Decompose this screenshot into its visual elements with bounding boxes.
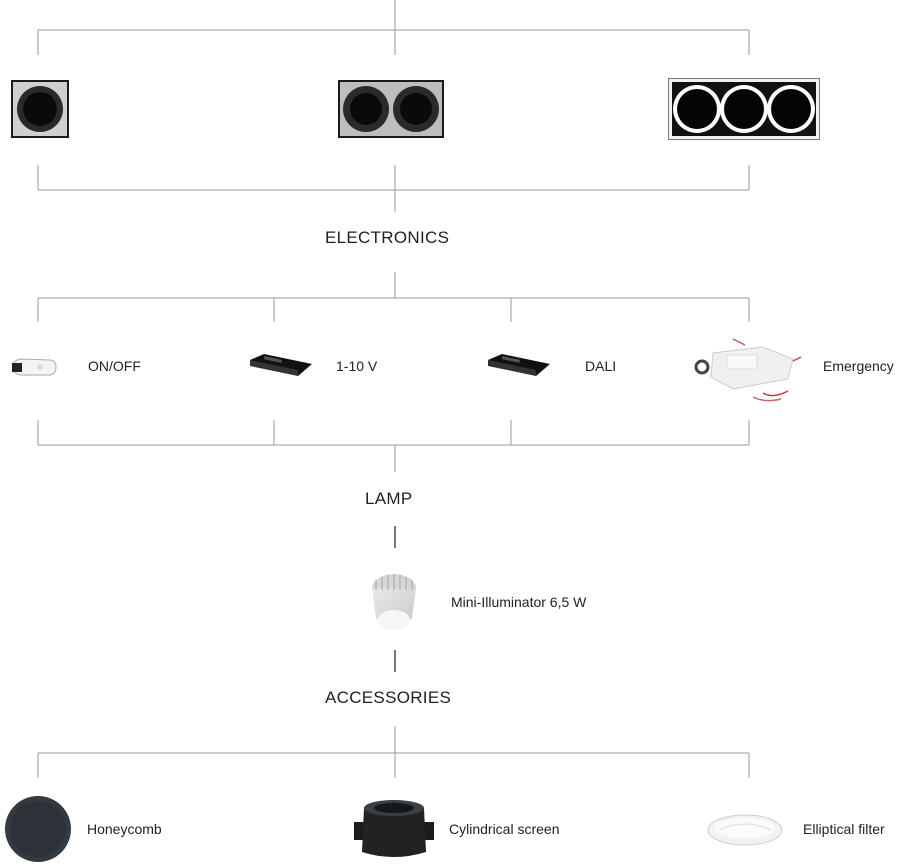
- accessories-heading: ACCESSORIES: [325, 688, 452, 707]
- accessory-label-elliptical-filter: Elliptical filter: [803, 821, 885, 837]
- single-fixture-icon: [11, 80, 69, 138]
- emergency-kit-icon: [693, 333, 803, 405]
- accessory-label-cylindrical-screen: Cylindrical screen: [449, 821, 560, 837]
- driver-white-icon: [10, 355, 58, 379]
- lamp-label: Mini-Illuminator 6,5 W: [451, 594, 587, 610]
- triple-fixture-icon: [668, 78, 820, 140]
- accessory-label-honeycomb: Honeycomb: [87, 821, 162, 837]
- driver-black-icon: [246, 350, 316, 380]
- lamp-icon: [362, 568, 426, 638]
- double-fixture-icon: [338, 80, 444, 138]
- lamp-heading: LAMP: [365, 489, 413, 508]
- elliptical-filter-icon: [705, 810, 785, 846]
- driver-black-icon: [484, 350, 554, 380]
- cylindrical-screen-icon: [354, 796, 434, 862]
- honeycomb-icon: [4, 795, 72, 863]
- electronics-label-emergency: Emergency: [823, 358, 894, 374]
- electronics-label-1-10v: 1-10 V: [336, 358, 378, 374]
- electronics-label-onoff: ON/OFF: [88, 358, 141, 374]
- electronics-heading: ELECTRONICS: [325, 228, 450, 247]
- electronics-label-dali: DALI: [585, 358, 617, 374]
